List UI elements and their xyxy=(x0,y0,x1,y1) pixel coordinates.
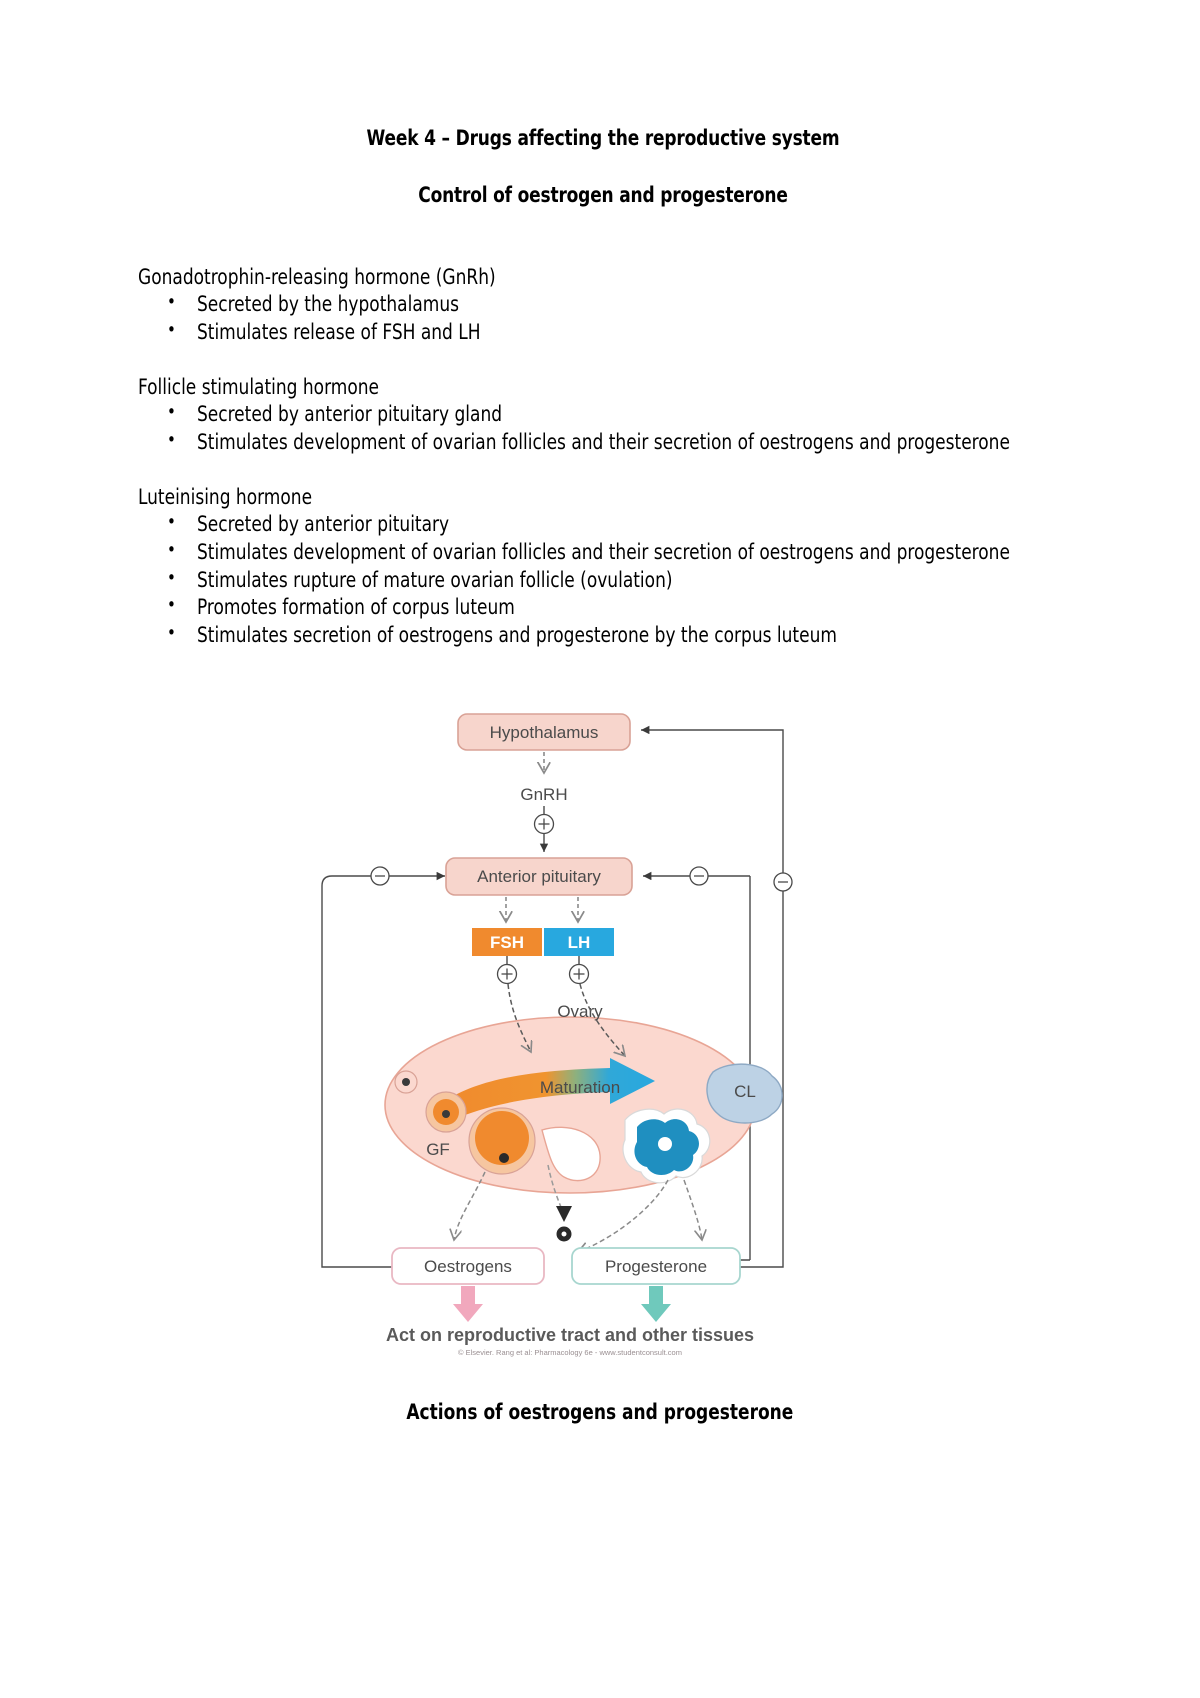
lh-label: LH xyxy=(568,933,591,952)
hypothalamus-box xyxy=(457,713,631,751)
gf-label: GF xyxy=(426,1140,450,1159)
section-heading-gnrh: Gonadotrophin-releasing hormone (GnRh) xyxy=(138,264,496,290)
list-item: Stimulates secretion of oestrogens and p… xyxy=(138,621,1122,650)
oestrogen-effect-arrow xyxy=(453,1286,483,1322)
hormone-control-diagram: Hypothalamus GnRH Anterior pituitary FSH… xyxy=(280,700,920,1360)
oestrogens-box xyxy=(391,1247,545,1285)
bullet-list-gnrh: Secreted by the hypothalamus Stimulates … xyxy=(138,290,1068,346)
list-item: Secreted by anterior pituitary gland xyxy=(138,400,1122,429)
cl-label: CL xyxy=(734,1082,756,1101)
bullet-list-lh: Secreted by anterior pituitary Stimulate… xyxy=(138,510,1068,650)
document-body: Week 4 – Drugs affecting the reproductiv… xyxy=(138,126,1068,650)
progesterone-box xyxy=(571,1247,741,1285)
corpus-luteum-shape xyxy=(706,1063,783,1124)
footer-heading-text: Actions of oestrogens and progesterone xyxy=(406,1400,794,1425)
anterior-pituitary-box xyxy=(445,857,633,896)
figure-credit: © Elsevier. Rang et al: Pharmacology 6e … xyxy=(458,1348,682,1357)
section-heading-lh: Luteinising hormone xyxy=(138,484,313,510)
maturation-label: Maturation xyxy=(540,1078,620,1097)
page-subtitle: Control of oestrogen and progesterone xyxy=(418,182,788,208)
ovary-label: Ovary xyxy=(557,1002,603,1021)
title-spacer xyxy=(138,153,1068,183)
hypothalamus-label: Hypothalamus xyxy=(490,723,599,742)
fsh-box xyxy=(472,928,542,956)
spacer xyxy=(138,457,1068,484)
spacer xyxy=(138,210,1068,237)
figure-caption: Act on reproductive tract and other tiss… xyxy=(386,1325,754,1345)
gnrh-label: GnRH xyxy=(520,785,567,804)
progesterone-effect-arrow xyxy=(641,1286,671,1322)
list-item: Stimulates rupture of mature ovarian fol… xyxy=(138,566,1122,595)
spacer xyxy=(138,237,1068,264)
anterior-pituitary-label: Anterior pituitary xyxy=(477,867,601,886)
spacer xyxy=(138,347,1068,374)
page-title: Week 4 – Drugs affecting the reproductiv… xyxy=(366,126,840,151)
list-item: Stimulates release of FSH and LH xyxy=(138,318,1122,347)
lh-box xyxy=(544,928,614,956)
bullet-list-fsh: Secreted by anterior pituitary gland Sti… xyxy=(138,400,1068,456)
maturation-arrow xyxy=(445,1058,655,1120)
ruptured-follicle xyxy=(541,1126,601,1182)
ovulation-arrow xyxy=(556,1206,572,1222)
list-item: Secreted by the hypothalamus xyxy=(138,290,1122,319)
footer-heading: Actions of oestrogens and progesterone xyxy=(0,1400,1200,1425)
list-item: Stimulates development of ovarian follic… xyxy=(138,428,1122,457)
list-item: Stimulates development of ovarian follic… xyxy=(138,538,1122,567)
list-item: Secreted by anterior pituitary xyxy=(138,510,1122,539)
progesterone-label: Progesterone xyxy=(605,1257,707,1276)
list-item: Promotes formation of corpus luteum xyxy=(138,593,1122,622)
oestrogens-label: Oestrogens xyxy=(424,1257,512,1276)
section-heading-fsh: Follicle stimulating hormone xyxy=(138,374,380,400)
fsh-label: FSH xyxy=(490,933,524,952)
